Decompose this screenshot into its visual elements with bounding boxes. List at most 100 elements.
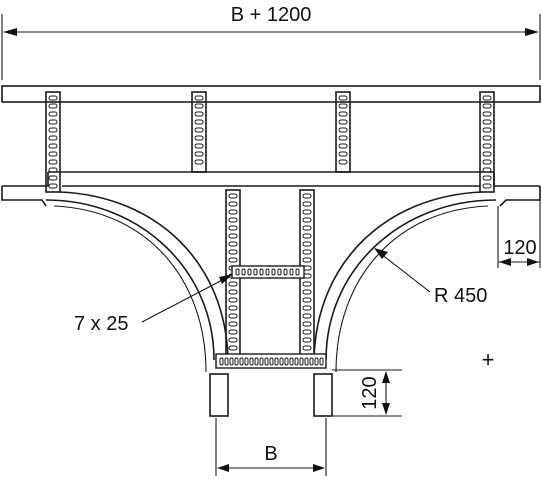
ladder-post-2 <box>191 91 207 173</box>
right-curved-rail <box>313 191 497 373</box>
slot <box>48 111 58 117</box>
slot <box>194 119 204 125</box>
slot <box>482 175 492 181</box>
slot <box>302 225 312 231</box>
slot <box>269 357 274 366</box>
slot <box>338 143 348 149</box>
slot <box>302 345 312 351</box>
slot <box>48 175 58 181</box>
slot <box>228 241 238 247</box>
side-offset-label: 120 <box>503 237 536 259</box>
top-side-rail <box>1 85 541 103</box>
slot <box>302 257 312 263</box>
slot <box>302 201 312 207</box>
slot <box>194 95 204 101</box>
overall-width-dimension: B + 1200 <box>1 4 541 80</box>
slot <box>302 249 312 255</box>
slot <box>302 321 312 327</box>
overall-width-label: B + 1200 <box>231 4 312 26</box>
slot <box>314 357 319 366</box>
slot <box>48 119 58 125</box>
slot <box>302 289 312 295</box>
slot <box>302 281 312 287</box>
slot <box>247 268 252 276</box>
center-mark: + <box>482 347 495 372</box>
slot <box>482 127 492 133</box>
slot <box>194 159 204 165</box>
slot <box>219 357 224 366</box>
slot <box>482 103 492 109</box>
slot <box>277 268 282 276</box>
leg-height-label: 120 <box>359 376 381 409</box>
slot <box>48 127 58 133</box>
slot <box>338 159 348 165</box>
slot <box>302 217 312 223</box>
slot <box>239 357 244 366</box>
slot <box>482 119 492 125</box>
slot <box>319 357 324 366</box>
slot <box>228 329 238 335</box>
left-leg <box>209 373 229 417</box>
slot <box>48 159 58 165</box>
slot <box>254 357 259 366</box>
slot <box>228 305 238 311</box>
ladder-post-1 <box>45 91 61 193</box>
slot <box>228 201 238 207</box>
slot <box>482 151 492 157</box>
slot <box>309 357 314 366</box>
slot <box>302 329 312 335</box>
slot <box>299 357 304 366</box>
slot <box>241 268 246 276</box>
slot <box>234 357 239 366</box>
slot <box>302 337 312 343</box>
slot <box>289 357 294 366</box>
slot <box>264 357 269 366</box>
main-body <box>1 171 541 207</box>
slot <box>235 268 240 276</box>
slot <box>482 183 492 189</box>
slot-label: 7 x 25 <box>74 313 128 335</box>
slot <box>249 357 254 366</box>
slot <box>295 268 300 276</box>
slot <box>228 233 238 239</box>
slot <box>294 357 299 366</box>
branch-width-dimension: B <box>215 418 327 476</box>
slot <box>259 357 264 366</box>
slot <box>274 357 279 366</box>
slot <box>194 135 204 141</box>
slot <box>304 357 309 366</box>
leg-height-dimension: 120 <box>332 369 402 417</box>
slot <box>338 95 348 101</box>
slot <box>228 297 238 303</box>
slot <box>302 209 312 215</box>
slot <box>194 127 204 133</box>
slot <box>284 357 289 366</box>
slot <box>194 103 204 109</box>
slot <box>482 143 492 149</box>
right-leg <box>313 373 333 417</box>
slot <box>482 159 492 165</box>
branch-width-label: B <box>264 443 277 465</box>
slot <box>283 268 288 276</box>
slot <box>228 249 238 255</box>
branch-rung-upper <box>231 265 305 279</box>
slot <box>48 95 58 101</box>
slot <box>228 193 238 199</box>
slot <box>482 167 492 173</box>
slot <box>279 357 284 366</box>
slot <box>48 151 58 157</box>
slot <box>302 233 312 239</box>
slot <box>224 357 229 366</box>
slot <box>194 143 204 149</box>
slot <box>48 167 58 173</box>
slot <box>271 268 276 276</box>
slot <box>244 357 249 366</box>
slot <box>228 209 238 215</box>
left-curved-rail <box>45 191 229 373</box>
slot <box>302 297 312 303</box>
slot <box>48 135 58 141</box>
slot <box>228 217 238 223</box>
slot <box>228 225 238 231</box>
slot <box>338 151 348 157</box>
